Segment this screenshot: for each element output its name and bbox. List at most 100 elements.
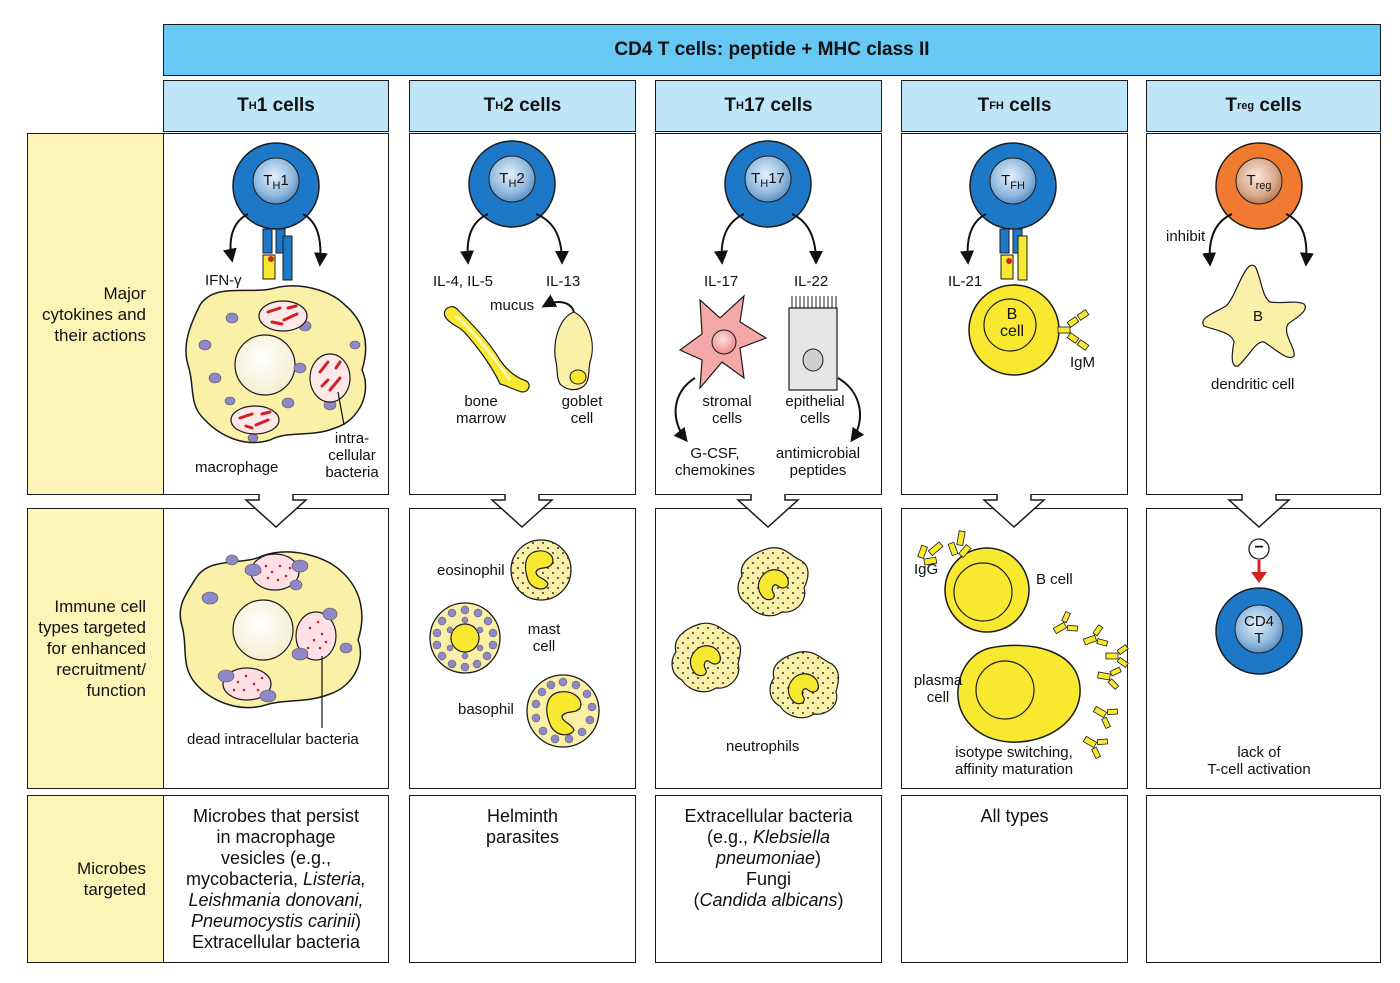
th1-t-cell	[232, 142, 320, 230]
th2-cytokine-drawing	[443, 140, 593, 393]
row-label-cytokines: Major cytokines and their actions	[27, 133, 163, 495]
gcsf-line2: chemokines	[674, 462, 756, 479]
tfh-b-cell-line1: B	[1006, 306, 1018, 323]
cd4-line1: CD4	[1243, 613, 1274, 630]
igg-label: IgG	[914, 561, 939, 578]
microbes-th1-line5-italic: Leishmania donovani,	[188, 890, 364, 910]
microbes-tfh: All types	[901, 806, 1128, 956]
bone-marrow	[443, 306, 530, 393]
goblet-cell-label: goblet cell	[556, 393, 608, 427]
connector-arrows	[244, 494, 1291, 529]
th1-cytokine-drawing	[185, 142, 367, 444]
ifn-gamma-label: IFN-γ	[205, 272, 242, 289]
col-th17-suffix: 17 cells	[743, 95, 813, 116]
cd4-t-label: CD4 T	[1236, 613, 1282, 647]
igg-antibodies	[917, 530, 972, 566]
connector-arrow-treg	[1227, 494, 1291, 529]
tfh-cytokine-drawing	[960, 142, 1090, 376]
intracellular-bacteria-line1: intra-	[334, 430, 370, 447]
col-th2-name: T	[483, 95, 496, 116]
col-th17-sub: H	[735, 100, 744, 112]
cd4-line2: T	[1254, 630, 1264, 647]
th17-cell-label-sub: H	[760, 178, 769, 190]
stromal-cells-label: stromal cells	[694, 393, 760, 427]
tfh-b-cell-label: B cell	[990, 306, 1034, 340]
b-cell-immune	[944, 547, 1030, 633]
microbes-th1-line4-italic: Listeria,	[303, 869, 367, 889]
panel-th1-microbes	[163, 795, 389, 963]
panel-th2-microbes	[409, 795, 636, 963]
microbes-th1-line1: Microbes that persist	[163, 806, 389, 827]
col-tfh-suffix: cells	[1003, 95, 1052, 116]
inhibit-label: inhibit	[1166, 228, 1206, 245]
th1-cell-label-suffix: 1	[280, 172, 289, 189]
secreted-antibodies	[1052, 610, 1129, 760]
microbes-th17-line4: Fungi	[655, 869, 882, 890]
microbes-th2: Helminth parasites	[409, 806, 636, 956]
col-tfh-sub: FH	[989, 100, 1004, 112]
dendritic-cell	[1202, 264, 1306, 367]
stromal-cells-line1: stromal	[702, 393, 752, 410]
microbes-treg	[1146, 806, 1381, 956]
th2-cell-label: TH2	[487, 170, 537, 193]
il17-label: IL-17	[704, 273, 739, 290]
basophil-cell	[526, 674, 600, 748]
isotype-line1: isotype switching,	[955, 744, 1073, 761]
microbes-th1-line4-text: mycobacteria,	[185, 869, 303, 889]
microbes-th1-line6-italic: Pneumocystis carinii	[190, 911, 356, 931]
dead-bacteria-label: dead intracellular bacteria	[187, 731, 359, 748]
col-th1-sub: H	[248, 100, 257, 112]
col-treg-name: T	[1225, 95, 1237, 116]
microbes-th17-line2-text: (e.g.,	[706, 827, 753, 847]
th2-t-cell	[468, 140, 556, 228]
dendritic-b-label: B	[1253, 308, 1264, 325]
igm-label: IgM	[1070, 354, 1096, 371]
microbes-th1-line7-text: Extracellular bacteria	[191, 932, 361, 952]
antimicrobial-line2: peptides	[789, 462, 847, 479]
eosinophil-label: eosinophil	[437, 562, 505, 579]
connector-arrow-th1	[244, 494, 308, 529]
treg-cell-label-sub: reg	[1255, 180, 1272, 192]
goblet-cell	[541, 294, 593, 391]
microbes-th1-line5: Leishmania donovani,	[163, 890, 389, 911]
microbes-th1-line3-text: vesicles (e.g.,	[220, 848, 332, 868]
tfh-cell-label-sub: FH	[1010, 180, 1025, 192]
neutrophil-1	[737, 547, 809, 617]
epithelial-cells-label: epithelial cells	[778, 393, 852, 427]
microbes-th1-line6-text: )	[355, 911, 362, 931]
microbes-tfh-line1: All types	[980, 806, 1049, 826]
basophil-label: basophil	[458, 701, 514, 718]
treg-cytokine-drawing	[1202, 142, 1314, 367]
microbes-th17-line3-italic: pneumoniae	[715, 848, 816, 868]
microbes-th1: Microbes that persist in macrophage vesi…	[163, 806, 389, 956]
panel-treg-microbes	[1146, 795, 1381, 963]
th1-immune-drawing	[179, 551, 363, 728]
microbes-th17-line5-italic: Candida albicans	[699, 890, 838, 910]
mast-cell-line2: cell	[532, 638, 556, 655]
col-tfh-name: T	[977, 95, 990, 116]
minus-sign: −	[1254, 539, 1264, 556]
tfh-immune-drawing	[917, 530, 1129, 760]
epithelial-cell	[788, 296, 838, 391]
col-treg-suffix: cells	[1254, 95, 1302, 116]
microbes-th17-line3-text: )	[815, 848, 822, 868]
microbes-th17-line2-italic: Klebsiella	[752, 827, 831, 847]
microbes-th17-line3: pneumoniae)	[655, 848, 882, 869]
tfh-t-cell	[969, 142, 1057, 230]
plasma-cell-label: plasma cell	[912, 672, 964, 706]
connector-arrow-th17	[736, 494, 800, 529]
macrophage	[185, 285, 367, 444]
intracellular-bacteria-line2: cellular	[328, 447, 376, 464]
cd4-t-cell	[1215, 587, 1303, 675]
lack-line2: T-cell activation	[1207, 761, 1311, 778]
th17-cell-label-main: T	[751, 170, 761, 187]
stromal-cells-line2: cells	[711, 410, 742, 427]
microbes-th1-line6: Pneumocystis carinii)	[163, 911, 389, 932]
th1-cell-label-main: T	[263, 172, 273, 189]
connector-arrow-th2	[490, 494, 554, 529]
tfh-cell-label-main: T	[1001, 172, 1011, 189]
connector-arrow-tfh	[982, 494, 1046, 529]
tfh-b-cell-line2: cell	[999, 323, 1024, 340]
neutrophils-label: neutrophils	[726, 738, 800, 755]
